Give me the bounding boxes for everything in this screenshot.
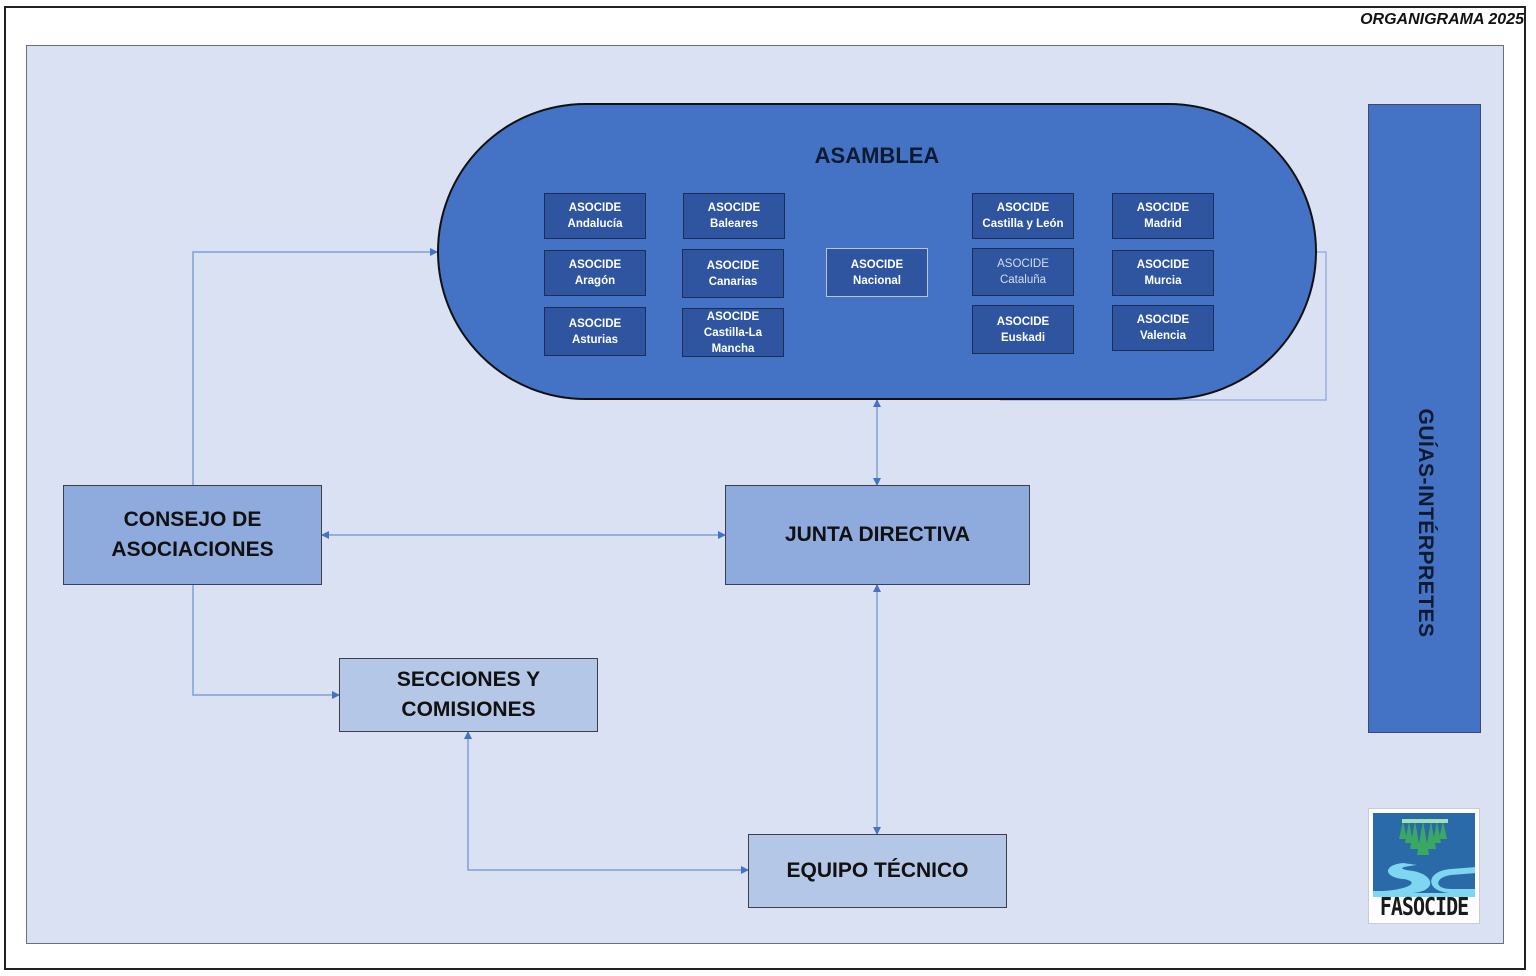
asocide-baleares[interactable]: ASOCIDE Baleares — [683, 193, 785, 239]
assoc-line1: ASOCIDE — [997, 258, 1049, 270]
assoc-line2: Madrid — [1144, 218, 1182, 230]
asamblea-title: ASAMBLEA — [814, 143, 940, 168]
asocide-canarias[interactable]: ASOCIDE Canarias — [682, 249, 784, 298]
assoc-line2: Cataluña — [999, 274, 1047, 286]
assoc-line1: ASOCIDE — [568, 259, 622, 271]
asocide-aragon[interactable]: ASOCIDE Aragón — [544, 250, 646, 296]
asocide-cataluna[interactable]: ASOCIDE Cataluña — [972, 248, 1074, 296]
assoc-line1: ASOCIDE — [1136, 259, 1190, 271]
junta-directiva-box[interactable]: JUNTA DIRECTIVA — [725, 485, 1030, 585]
consejo-line2: ASOCIACIONES — [111, 538, 274, 561]
logo-emblem — [1373, 813, 1475, 897]
logo-trees-river-icon — [1373, 819, 1475, 897]
assoc-line1: ASOCIDE — [996, 202, 1050, 214]
asocide-asturias[interactable]: ASOCIDE Asturias — [544, 307, 646, 356]
equipo-label: EQUIPO TÉCNICO — [786, 859, 969, 882]
asocide-murcia[interactable]: ASOCIDE Murcia — [1112, 250, 1214, 296]
assoc-line2: Aragón — [574, 275, 616, 287]
assoc-line2: Nacional — [853, 274, 901, 287]
asocide-castilla-la-mancha[interactable]: ASOCIDE Castilla-La Mancha — [682, 308, 784, 357]
logo-wordmark: FASOCIDE — [1379, 891, 1469, 921]
assoc-line2: Euskadi — [1000, 331, 1046, 344]
assoc-line1: ASOCIDE — [850, 258, 904, 271]
assoc-line2: Murcia — [1144, 275, 1182, 287]
assoc-line2: Baleares — [710, 218, 758, 230]
secciones-y-comisiones-box[interactable]: SECCIONES Y COMISIONES — [339, 658, 598, 732]
equipo-tecnico-box[interactable]: EQUIPO TÉCNICO — [748, 834, 1007, 908]
assoc-line2: Canarias — [708, 275, 758, 288]
guias-interpretes-label: GUÍAS-INTÉRPRETES — [1413, 407, 1437, 638]
asocide-castilla-y-leon[interactable]: ASOCIDE Castilla y León — [972, 193, 1074, 239]
assoc-line2: Castilla y León — [982, 218, 1064, 230]
assoc-line1: ASOCIDE — [996, 315, 1050, 328]
asocide-madrid[interactable]: ASOCIDE Madrid — [1112, 193, 1214, 239]
secciones-line2: COMISIONES — [401, 698, 536, 721]
assoc-line1: ASOCIDE — [568, 202, 622, 214]
assoc-line2: Asturias — [571, 333, 619, 346]
assoc-line2: Valencia — [1139, 330, 1187, 342]
secciones-line1: SECCIONES Y — [396, 668, 541, 691]
assoc-line2: Andalucía — [567, 218, 623, 230]
junta-label: JUNTA DIRECTIVA — [784, 523, 971, 546]
assoc-line1: ASOCIDE — [706, 259, 760, 272]
page-title: ORGANIGRAMA 2025 — [1360, 11, 1524, 28]
assoc-line1: ASOCIDE — [1136, 314, 1190, 326]
assoc-line1: ASOCIDE — [706, 310, 760, 323]
asocide-andalucia[interactable]: ASOCIDE Andalucía — [544, 193, 646, 239]
assoc-line1: ASOCIDE — [707, 202, 761, 214]
consejo-de-asociaciones-box[interactable]: CONSEJO DE ASOCIACIONES — [63, 485, 322, 585]
assoc-line1: ASOCIDE — [568, 317, 622, 330]
asocide-nacional[interactable]: ASOCIDE Nacional — [826, 248, 928, 297]
assoc-line2: Castilla-La Mancha — [703, 326, 763, 355]
asocide-valencia[interactable]: ASOCIDE Valencia — [1112, 305, 1214, 351]
assoc-line1: ASOCIDE — [1136, 202, 1190, 214]
consejo-line1: CONSEJO DE — [123, 508, 262, 531]
fasocide-logo: FASOCIDE — [1368, 808, 1480, 924]
guias-interpretes-box[interactable]: GUÍAS-INTÉRPRETES — [1368, 104, 1481, 733]
asocide-euskadi[interactable]: ASOCIDE Euskadi — [972, 305, 1074, 354]
